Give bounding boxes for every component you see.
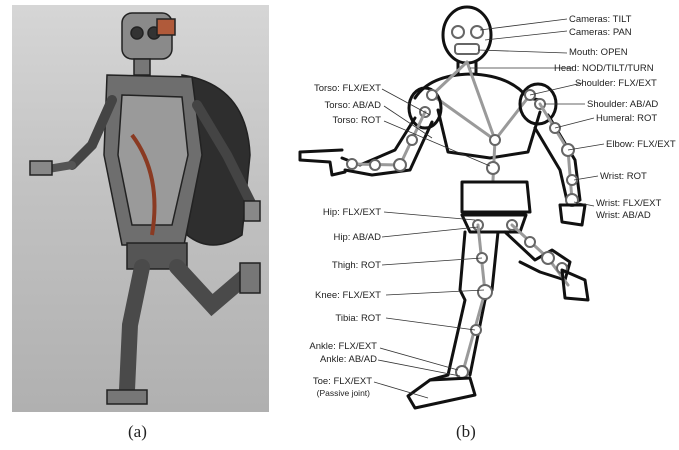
label-wrist-rot: Wrist: ROT (600, 171, 647, 182)
label-torso-flx: Torso: FLX/EXT (314, 83, 381, 94)
label-head: Head: NOD/TILT/TURN (554, 63, 654, 74)
label-knee: Knee: FLX/EXT (315, 290, 381, 301)
label-mouth-open: Mouth: OPEN (569, 47, 628, 58)
label-wrist-abad: Wrist: AB/AD (596, 210, 651, 221)
label-hip-abad: Hip: AB/AD (333, 232, 381, 243)
label-torso-rot: Torso: ROT (332, 115, 381, 126)
label-toe: Toe: FLX/EXT (313, 376, 372, 387)
label-hip-flx: Hip: FLX/EXT (323, 207, 381, 218)
label-thigh-rot: Thigh: ROT (332, 260, 381, 271)
label-cameras-pan: Cameras: PAN (569, 27, 632, 38)
label-shoulder-abad: Shoulder: AB/AD (587, 99, 658, 110)
label-ankle-flx: Ankle: FLX/EXT (309, 341, 377, 352)
label-tibia: Tibia: ROT (335, 313, 381, 324)
caption-b: (b) (456, 422, 476, 442)
label-toe-passive: (Passive joint) (317, 388, 371, 398)
label-elbow: Elbow: FLX/EXT (606, 139, 676, 150)
label-humeral: Humeral: ROT (596, 113, 657, 124)
label-torso-abad: Torso: AB/AD (325, 100, 382, 111)
label-ankle-abad: Ankle: AB/AD (320, 354, 377, 365)
label-cameras-tilt: Cameras: TILT (569, 14, 632, 25)
label-shoulder-flx: Shoulder: FLX/EXT (575, 78, 657, 89)
label-wrist-flx: Wrist: FLX/EXT (596, 198, 661, 209)
